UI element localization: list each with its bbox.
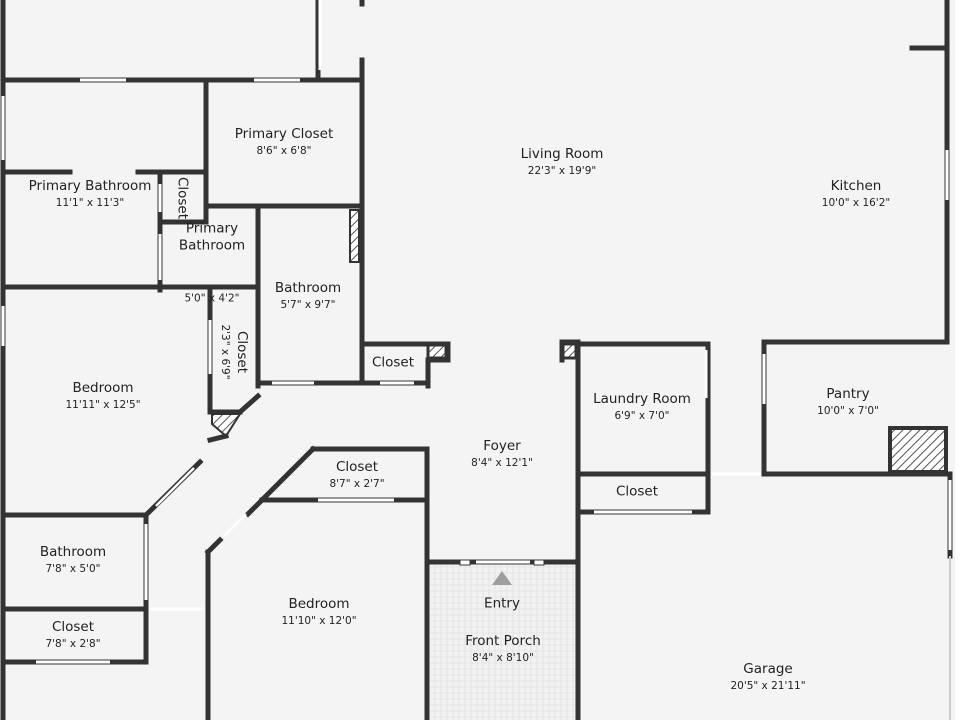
windows [1,0,952,664]
entry-arrow-icon [492,571,512,585]
room-label-garage: Garage 20'5" x 21'11" [730,661,806,692]
hatched-chase [349,209,360,263]
room-label-primary-closet: Primary Closet 8'6" x 6'8" [234,126,334,157]
hatched-chase [888,426,948,474]
room-label-closet-foyer: Closet 8'7" x 2'7" [329,459,385,490]
room-label-laundry-room: Laundry Room 6'9" x 7'0" [593,391,691,422]
room-label-bathroom-left: Bathroom 7'8" x 5'0" [39,544,107,575]
room-label-bathroom-center: Bathroom 5'7" x 9'7" [274,280,342,311]
porch-floor [430,562,576,720]
room-label-closet-left: Closet 7'8" x 2'8" [45,619,101,650]
door-sidelight [459,559,471,566]
room-label-closet-center: Closet [371,354,415,371]
room-label-bedroom-left: Bedroom 11'11" x 12'5" [65,380,141,411]
room-label-closet-vertical: Closet 2'3" x 6'9" [219,324,250,380]
room-label-closet-laundry: Closet [615,483,659,500]
room-label-primary-bathroom: Primary Bathroom 11'1" x 11'3" [28,178,152,209]
room-label-living-room: Living Room 22'3" x 19'9" [520,146,604,177]
room-label-primary-bathroom-2: Primary Bathroom 5'0" x 4'2" [178,220,246,305]
room-label-kitchen: Kitchen 10'0" x 16'2" [821,178,891,209]
room-label-front-porch: Front Porch 8'4" x 8'10" [465,633,541,664]
diagonal-windows [155,467,247,539]
room-label-foyer: Foyer 8'4" x 12'1" [471,438,533,469]
outside-margin [955,0,960,720]
door-sidelight [533,559,545,566]
room-label-entry: Entry [484,595,520,612]
room-label-bedroom-center: Bedroom 11'10" x 12'0" [281,596,357,627]
room-label-pantry: Pantry 10'0" x 7'0" [817,386,879,417]
